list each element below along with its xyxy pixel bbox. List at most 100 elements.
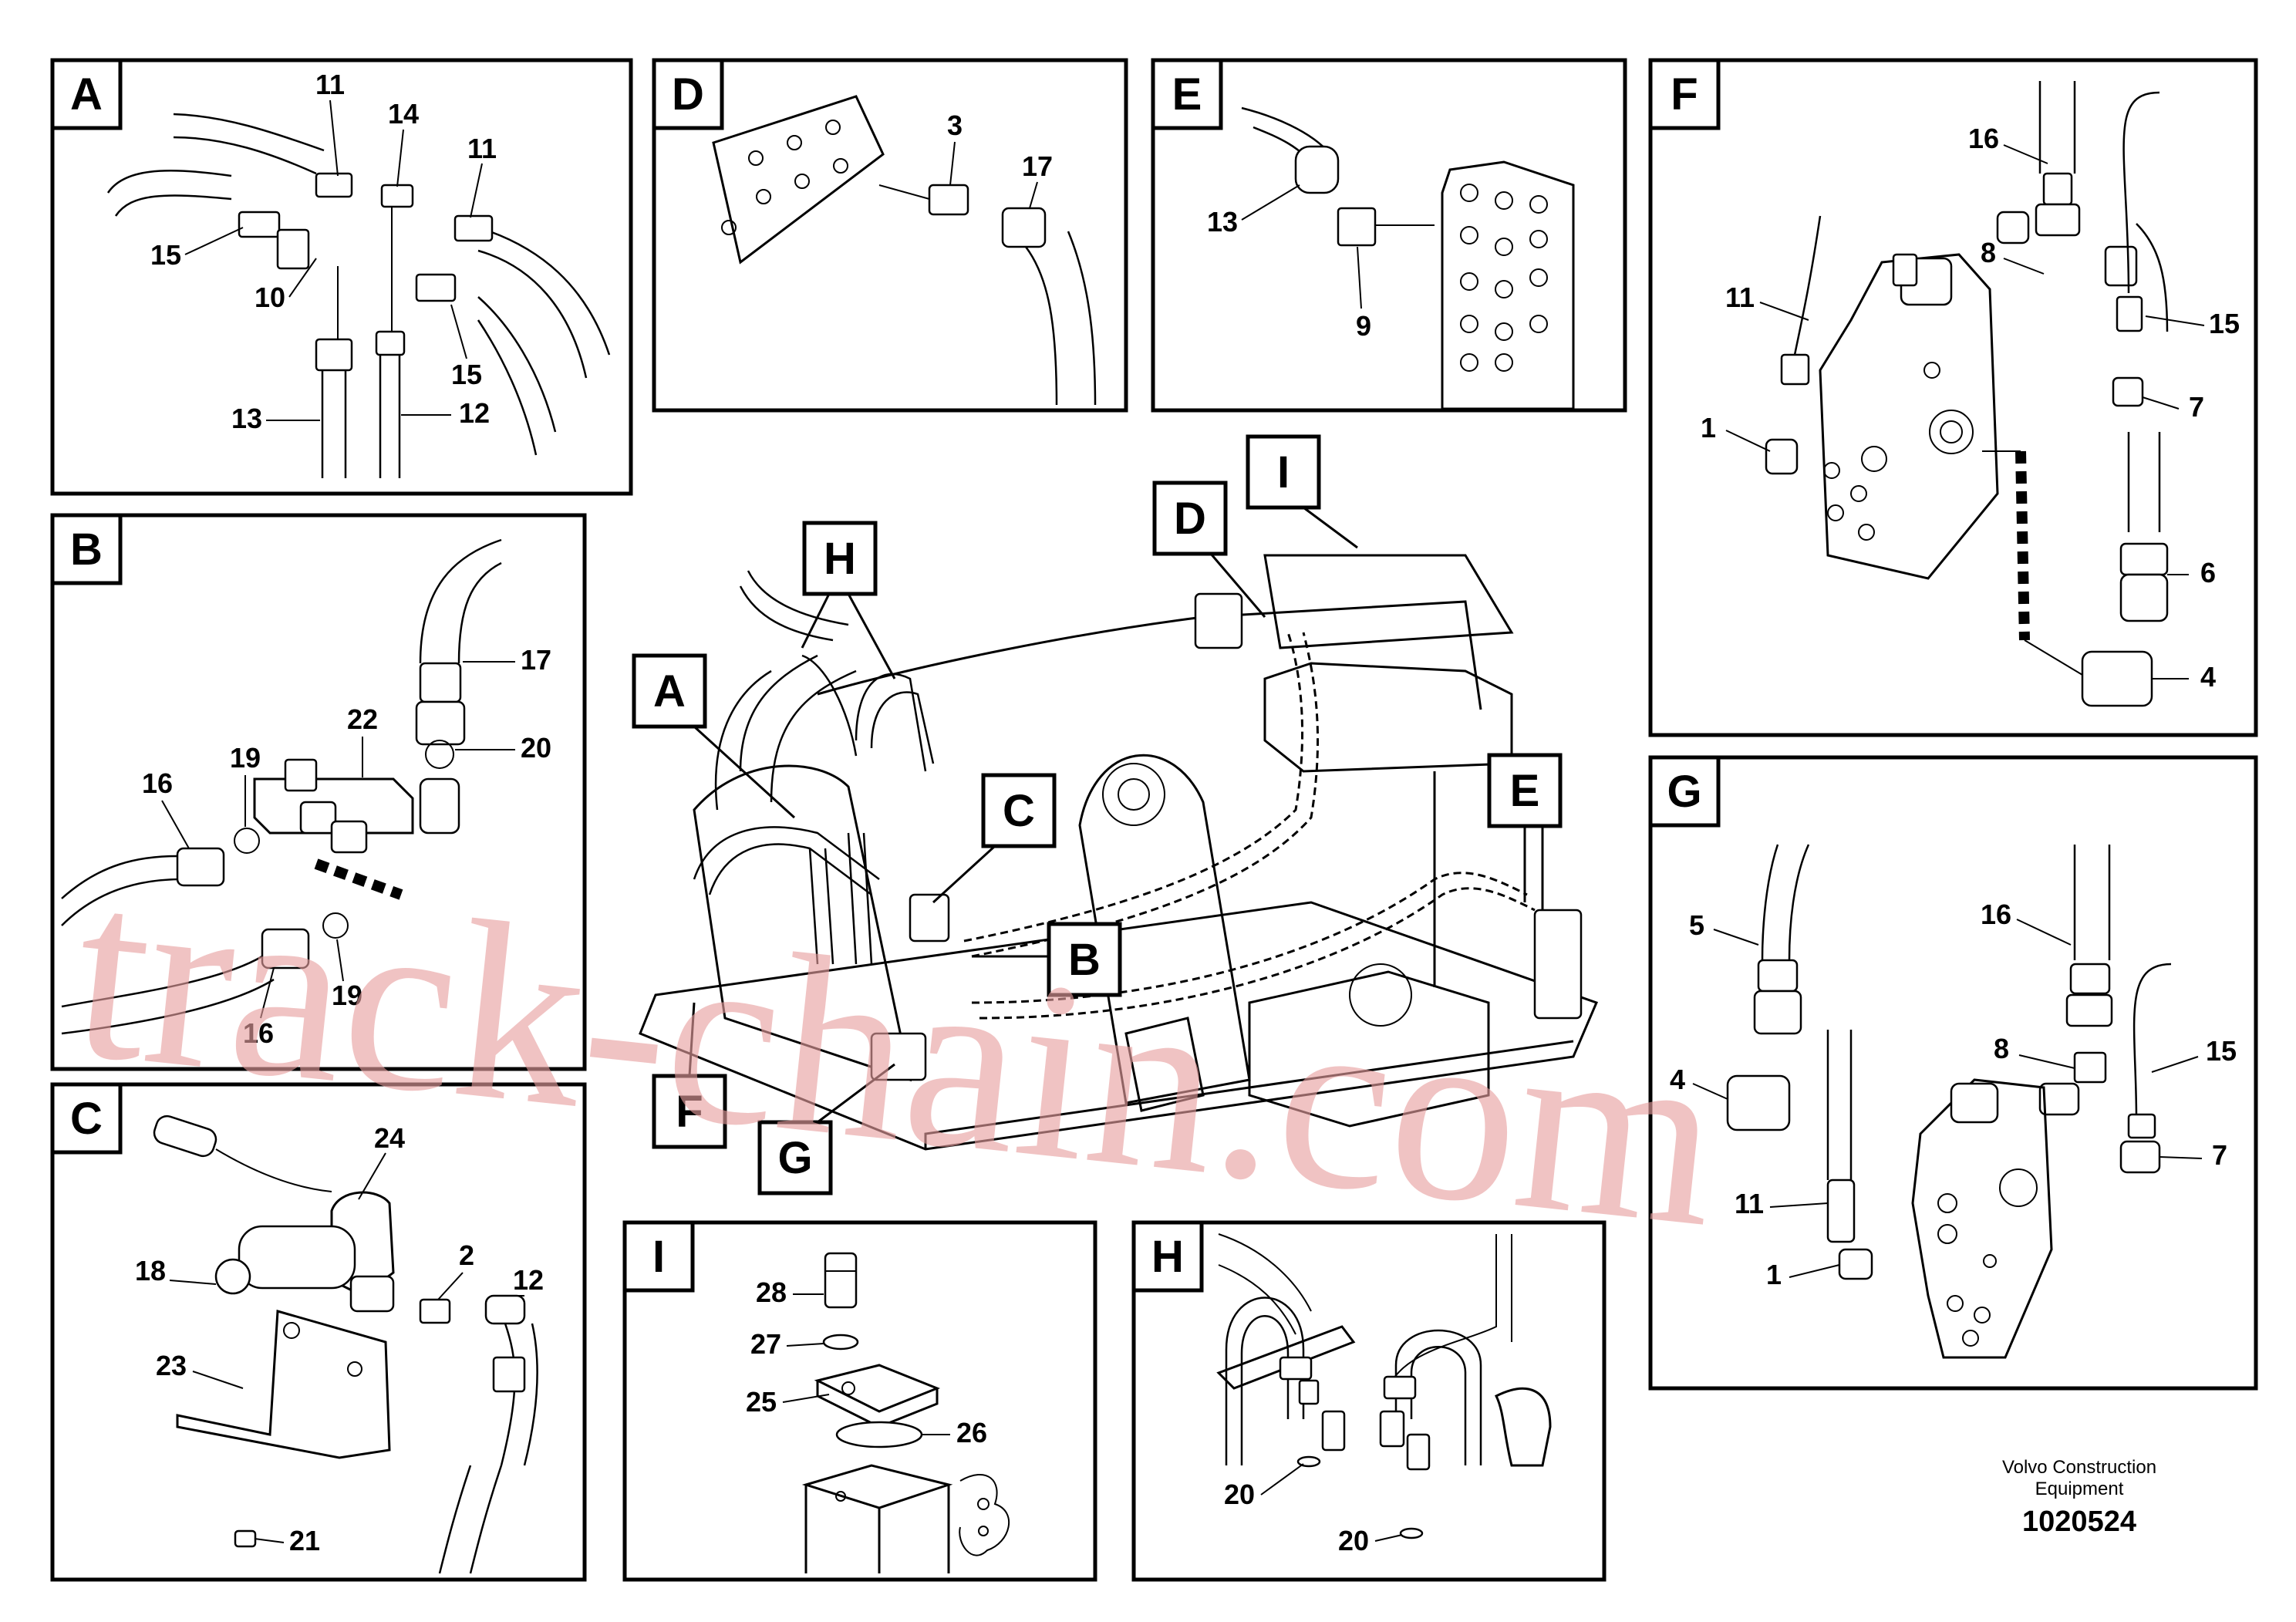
panel-f: F (1648, 58, 2258, 737)
callout-26: 26 (956, 1417, 987, 1448)
panel-g-drawing (1726, 844, 2172, 1359)
tag-f-label: F (676, 1087, 703, 1137)
panel-c-callouts: 24 18 2 12 23 21 (135, 1122, 544, 1556)
panel-f-callouts: 16 8 11 15 7 1 6 4 (1701, 123, 2240, 693)
panel-f-drawing (1765, 81, 2169, 707)
tag-c-label: C (1003, 786, 1035, 836)
panel-e-drawing (1241, 106, 1575, 410)
callout-24: 24 (374, 1122, 405, 1154)
callout-15: 15 (2206, 1035, 2237, 1067)
panel-c: C 24 18 2 12 (50, 1082, 587, 1582)
tag-g: G (757, 1063, 895, 1195)
callout-16: 16 (243, 1017, 274, 1049)
maker-line-2: Equipment (2035, 1479, 2124, 1499)
panel-h-callouts: 20 20 (1224, 1463, 1403, 1556)
panel-f-label: F (1671, 69, 1698, 120)
panel-a-label: A (70, 69, 103, 120)
tag-f: F (652, 1002, 727, 1149)
tag-c: C (932, 773, 1057, 904)
panel-h-label: H (1151, 1232, 1184, 1282)
callout-11: 11 (315, 69, 345, 100)
callout-23: 23 (156, 1350, 187, 1381)
callout-16: 16 (1981, 899, 2011, 930)
tag-d-label: D (1174, 494, 1206, 544)
panel-g-callouts: 5 16 8 15 4 7 11 1 (1670, 899, 2237, 1290)
tag-i-label: I (1277, 447, 1290, 497)
panel-i-drawing (801, 1252, 1010, 1573)
callout-16: 16 (1968, 123, 1999, 154)
callout-15: 15 (150, 239, 181, 271)
panel-a-callouts: 11 14 11 15 10 15 13 12 (150, 69, 497, 434)
callout-11: 11 (1735, 1188, 1764, 1219)
callout-8: 8 (1994, 1033, 2009, 1064)
callout-12: 12 (513, 1264, 544, 1296)
panel-g: G 5 1 (1648, 755, 2258, 1391)
tag-a-label: A (653, 666, 686, 717)
callout-4: 4 (1670, 1064, 1685, 1095)
callout-2: 2 (459, 1239, 474, 1271)
callout-25: 25 (746, 1386, 777, 1418)
tag-d: D (1152, 481, 1266, 618)
tag-e-label: E (1510, 766, 1540, 816)
panel-h-drawing (1216, 1233, 1552, 1539)
callout-17: 17 (1022, 150, 1053, 182)
callout-1: 1 (1701, 412, 1716, 443)
tag-h: H (801, 521, 896, 679)
tag-a: A (632, 653, 796, 819)
panel-b-drawing (61, 538, 502, 1035)
callout-14: 14 (388, 98, 419, 130)
callout-6: 6 (2200, 557, 2216, 588)
callout-3: 3 (947, 110, 963, 141)
callout-7: 7 (2189, 391, 2204, 423)
panel-g-label: G (1667, 767, 1701, 817)
callout-12: 12 (459, 397, 490, 429)
panel-d-label: D (672, 69, 704, 120)
tag-b: B (972, 922, 1122, 997)
callout-20: 20 (521, 732, 551, 764)
callout-15: 15 (451, 359, 482, 390)
panel-c-drawing (153, 1114, 538, 1574)
panel-d-drawing (712, 95, 1097, 406)
callout-13: 13 (231, 403, 262, 434)
callout-18: 18 (135, 1255, 166, 1286)
tag-g-label: G (777, 1133, 812, 1183)
callout-4: 4 (2200, 661, 2216, 693)
callout-19: 19 (332, 980, 362, 1011)
callout-19: 19 (230, 742, 261, 774)
tag-e: E (1487, 753, 1563, 902)
tag-h-label: H (824, 534, 856, 584)
panel-b-callouts: 17 20 22 19 16 19 16 (142, 644, 551, 1049)
callout-8: 8 (1981, 237, 1996, 268)
overview-drawing (639, 554, 1599, 1151)
callout-10: 10 (255, 282, 285, 313)
panel-i: I 28 27 25 26 (622, 1220, 1097, 1582)
title-block: Volvo Construction Equipment 1020524 (2002, 1457, 2156, 1538)
tag-i: I (1246, 434, 1358, 549)
panel-e-bolts (1460, 184, 1548, 372)
callout-13: 13 (1207, 206, 1238, 238)
panel-i-label: I (652, 1232, 665, 1282)
panel-b: B 17 20 22 (50, 513, 587, 1071)
panel-i-callouts: 28 27 25 26 (746, 1276, 987, 1448)
callout-11: 11 (467, 133, 497, 164)
panel-h: H 20 20 (1131, 1220, 1607, 1582)
callout-17: 17 (521, 644, 551, 676)
panel-e-callouts: 13 9 (1207, 184, 1371, 342)
panel-e: E 13 9 (1151, 58, 1627, 413)
callout-7: 7 (2212, 1139, 2227, 1171)
callout-21: 21 (289, 1525, 320, 1556)
tag-b-label: B (1068, 935, 1101, 985)
panel-d: D 3 17 (652, 58, 1128, 413)
callout-9: 9 (1356, 310, 1371, 342)
callout-20: 20 (1224, 1479, 1255, 1510)
callout-5: 5 (1689, 909, 1704, 941)
drawing-number: 1020524 (2022, 1506, 2136, 1538)
callout-20: 20 (1338, 1525, 1369, 1556)
panel-e-label: E (1172, 69, 1202, 120)
panel-c-label: C (70, 1094, 103, 1144)
callout-27: 27 (750, 1328, 781, 1360)
panel-b-label: B (70, 524, 103, 575)
callout-28: 28 (756, 1276, 787, 1308)
callout-11: 11 (1725, 282, 1755, 313)
